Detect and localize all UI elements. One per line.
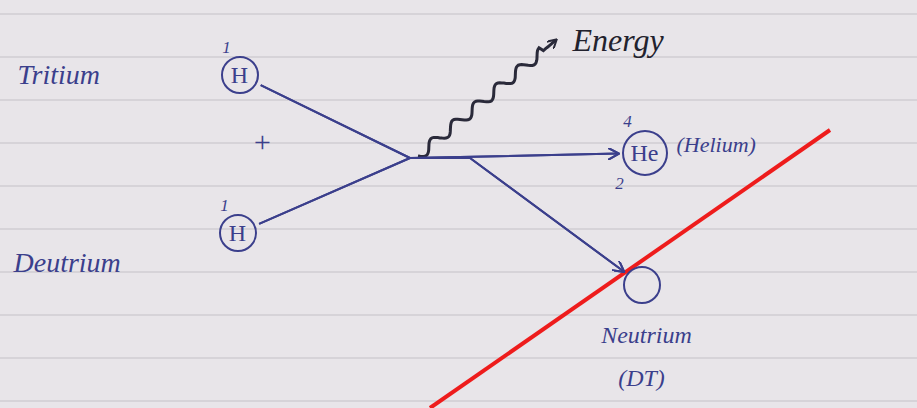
element-symbol: He (631, 141, 659, 165)
nucleus-circle: Tritium1H (221, 56, 259, 94)
mass-number: 4 (623, 112, 632, 129)
energy-wave (418, 40, 556, 156)
reaction-arrow (261, 85, 618, 158)
mass-number: 1 (220, 196, 229, 213)
node-heading: Deutrium (14, 249, 121, 277)
element-symbol: H (231, 63, 248, 87)
node-heading: Neutrium (601, 323, 692, 347)
nucleus-circle: Neutrium(DT) (623, 266, 661, 304)
energy-label: Energy (572, 24, 663, 56)
mass-number: 1 (222, 38, 231, 55)
reaction-arrow (259, 154, 618, 224)
plus-sign: + (252, 127, 272, 157)
nucleus-circle: Deutrium1H (219, 214, 257, 252)
nucleus-circle: 4He2(Helium) (622, 130, 668, 176)
element-symbol: H (229, 221, 246, 245)
reaction-arrow (261, 85, 624, 271)
node-note: (DT) (618, 366, 665, 390)
node-heading: Tritium (18, 61, 100, 89)
atomic-number: 2 (615, 174, 624, 191)
node-heading: (Helium) (677, 134, 756, 156)
reaction-arrow (259, 158, 623, 271)
